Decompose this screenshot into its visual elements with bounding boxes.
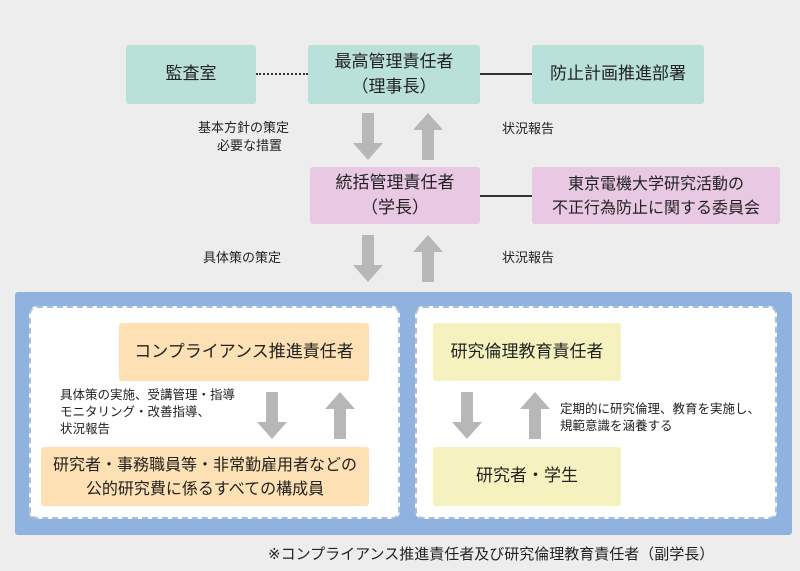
- status-report-label-middle: 状況報告: [502, 251, 555, 266]
- arrows-middle: [353, 235, 443, 282]
- members-line2: 公的研究費に係るすべての構成員: [85, 478, 325, 498]
- audit-connector-dotted: [256, 73, 308, 75]
- arrow-down-icon: [452, 392, 482, 439]
- arrow-up-icon: [413, 113, 443, 160]
- chief-manager-title: 最高管理責任者: [334, 51, 454, 72]
- arrow-down-icon: [353, 235, 383, 282]
- arrow-up-icon: [520, 392, 550, 439]
- general-manager-role: （学長）: [361, 197, 429, 218]
- status-report-label-top: 状況報告: [502, 122, 555, 137]
- compliance-action-line2: モニタリング・改善指導、: [60, 403, 211, 419]
- arrow-down-icon: [257, 392, 287, 439]
- chief-manager-box: 最高管理責任者 （理事長）: [308, 45, 480, 104]
- prevention-dept-box: 防止計画推進部署: [532, 45, 704, 104]
- ethics-manager-box: 研究倫理教育責任者: [433, 323, 621, 381]
- committee-connector-line: [480, 195, 532, 197]
- arrows-top: [353, 113, 443, 160]
- ethics-manager-label: 研究倫理教育責任者: [450, 341, 604, 362]
- ethics-action-label: 定期的に研究倫理、教育を実施し、 規範意識を涵養する: [560, 401, 760, 435]
- members-line1: 研究者・事務職員等・非常勤雇用者などの: [52, 455, 357, 475]
- measures-label: 具体策の策定: [203, 251, 282, 266]
- arrow-up-icon: [325, 392, 355, 439]
- policy-label-line1: 基本方針の策定: [198, 121, 290, 136]
- arrows-compliance: [257, 392, 355, 439]
- compliance-action-line1: 具体策の実施、受講管理・指導: [60, 387, 236, 402]
- arrow-up-icon: [413, 235, 443, 282]
- committee-line2: 不正行為防止に関する委員会: [551, 197, 760, 217]
- arrow-down-icon: [353, 113, 383, 160]
- committee-line1: 東京電機大学研究活動の: [567, 174, 744, 194]
- compliance-manager-label: コンプライアンス推進責任者: [134, 341, 354, 362]
- general-manager-box: 統括管理責任者 （学長）: [310, 167, 480, 224]
- ethics-action-line2: 規範意識を涵養する: [560, 417, 673, 433]
- arrows-ethics: [452, 392, 550, 439]
- prevention-dept-label: 防止計画推進部署: [550, 64, 686, 85]
- policy-label-line2: 必要な措置: [217, 138, 283, 154]
- footnote: ※コンプライアンス推進責任者及び研究倫理教育責任者（副学長）: [268, 545, 715, 563]
- audit-office-box: 監査室: [126, 45, 256, 104]
- chief-manager-role: （理事長）: [351, 76, 437, 97]
- researchers-students-box: 研究者・学生: [433, 447, 621, 506]
- compliance-action-label: 具体策の実施、受講管理・指導 モニタリング・改善指導、 状況報告: [60, 387, 235, 438]
- chief-connector-line: [480, 73, 532, 75]
- members-box: 研究者・事務職員等・非常勤雇用者などの 公的研究費に係るすべての構成員: [41, 447, 369, 506]
- ethics-action-line1: 定期的に研究倫理、教育を実施し、: [560, 401, 761, 416]
- committee-box: 東京電機大学研究活動の 不正行為防止に関する委員会: [532, 167, 780, 224]
- compliance-manager-box: コンプライアンス推進責任者: [119, 323, 369, 381]
- general-manager-title: 統括管理責任者: [335, 172, 455, 193]
- researchers-students-label: 研究者・学生: [476, 466, 578, 487]
- policy-label: 基本方針の策定 必要な措置: [198, 120, 289, 155]
- compliance-action-line3: 状況報告: [60, 420, 111, 436]
- audit-office-label: 監査室: [165, 64, 217, 85]
